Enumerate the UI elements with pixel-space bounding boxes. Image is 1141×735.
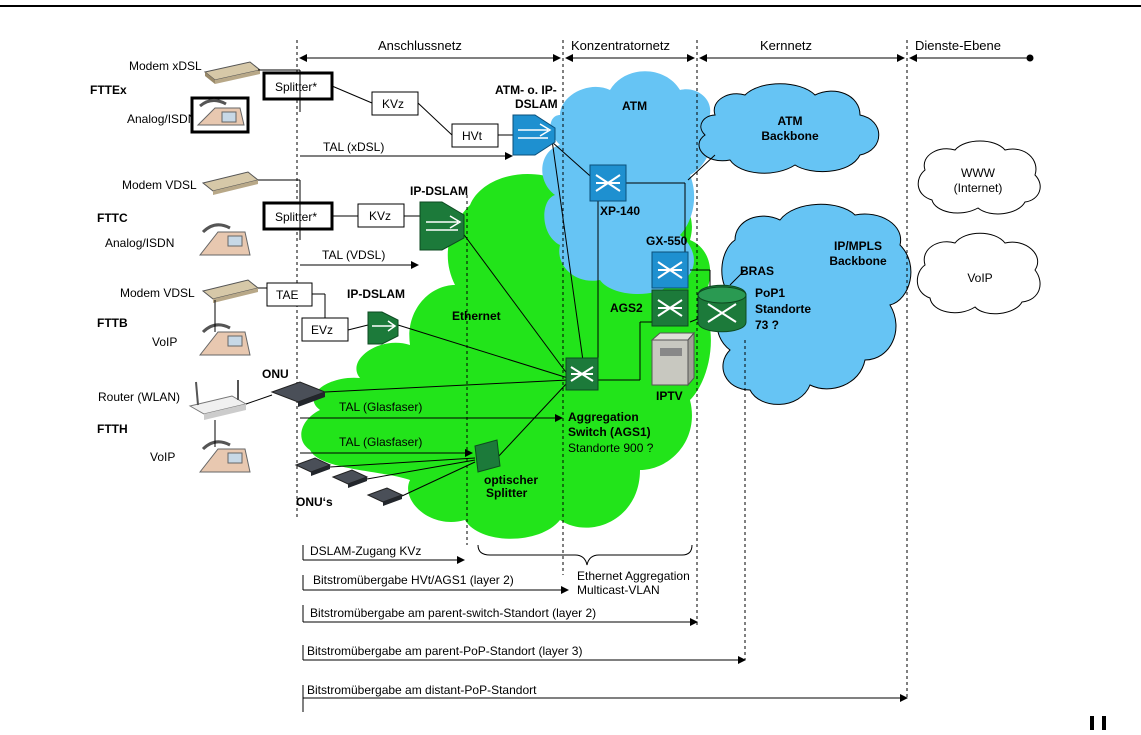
layer-dienste: Dienste-Ebene: [915, 38, 1001, 53]
label-ags1-2: Switch (AGS1): [568, 425, 651, 439]
phone-icon: [198, 440, 251, 473]
ags1-switch-icon: [565, 357, 599, 391]
layer-anschluss: Anschlussnetz: [378, 38, 462, 53]
label-gx550: GX-550: [646, 234, 688, 248]
label-ags1-sites: Standorte 900 ?: [568, 441, 654, 455]
voip-cloud: [916, 232, 1041, 315]
phone-icon: [198, 323, 251, 356]
label-pop1-3: 73 ?: [755, 318, 779, 332]
label-splitter-2: Splitter*: [275, 210, 317, 224]
label-opt-splitter-2: Splitter: [486, 486, 528, 500]
layer-end-dot: [1026, 54, 1034, 62]
label-dslam-kvz: DSLAM-Zugang KVz: [310, 544, 421, 558]
label-xp140: XP-140: [600, 204, 640, 218]
label-parent-pop: Bitstromübergabe am parent-PoP-Standort …: [307, 644, 582, 658]
atm-dslam-icon: [512, 114, 556, 156]
label-voip-cloud: VoIP: [967, 271, 992, 285]
label-ags1-1: Aggregation: [568, 410, 639, 424]
www-cloud: [917, 140, 1041, 215]
label-analog-isdn-1: Analog/ISDN: [127, 112, 196, 126]
label-eth-agg-1: Ethernet Aggregation: [577, 569, 690, 583]
xp140-switch-icon: [589, 164, 627, 202]
label-voip-1: VoIP: [152, 335, 177, 349]
gx550-switch-icon: [651, 251, 689, 289]
label-distant-pop: Bitstromübergabe am distant-PoP-Standort: [307, 683, 537, 697]
label-fttex: FTTEx: [90, 83, 127, 97]
phone-icon: [190, 96, 250, 134]
label-voip-2: VoIP: [150, 450, 175, 464]
label-ethernet: Ethernet: [452, 309, 501, 323]
ip-dslam-icon: [419, 201, 465, 251]
label-splitter-1: Splitter*: [275, 80, 317, 94]
label-bras: BRAS: [740, 264, 774, 278]
phone-icon: [198, 223, 251, 256]
optical-splitter-icon: [474, 439, 501, 473]
onu-icon: [331, 469, 369, 488]
label-www-2: (Internet): [954, 181, 1003, 195]
label-iptv: IPTV: [656, 389, 683, 403]
label-modem-xdsl: Modem xDSL: [129, 59, 202, 73]
access-lines: [214, 69, 515, 447]
corner-mark: [1090, 716, 1106, 730]
label-atm-dslam-2: DSLAM: [515, 97, 558, 111]
label-fttc: FTTC: [97, 211, 128, 225]
ip-mpls-cloud: [716, 203, 912, 405]
label-pop1-1: PoP1: [755, 286, 785, 300]
label-opt-splitter-1: optischer: [484, 473, 538, 487]
label-onus: ONU‘s: [296, 495, 333, 509]
label-atm-backbone-1: ATM: [777, 114, 802, 128]
label-fttb: FTTB: [97, 316, 128, 330]
label-ip-mpls-1: IP/MPLS: [834, 239, 882, 253]
label-kvz-1: KVz: [382, 97, 404, 111]
modem-icon: [201, 279, 260, 303]
label-atm-dslam-1: ATM- o. IP-: [495, 83, 557, 97]
label-atm: ATM: [622, 99, 647, 113]
modem-icon: [201, 171, 260, 195]
label-ip-dslam-2: IP-DSLAM: [347, 287, 405, 301]
label-ags2: AGS2: [610, 301, 643, 315]
label-tal-vdsl: TAL (VDSL): [322, 248, 385, 262]
label-pop1-2: Standorte: [755, 302, 811, 316]
label-onu: ONU: [262, 367, 289, 381]
atm-backbone-cloud: [698, 83, 880, 174]
ip-dslam-icon: [367, 311, 399, 345]
ags2-switch-icon: [651, 289, 689, 327]
label-parent-switch: Bitstromübergabe am parent-switch-Stando…: [310, 606, 596, 620]
label-modem-vdsl-2: Modem VDSL: [120, 286, 195, 300]
iptv-server-icon: [650, 331, 696, 387]
label-atm-backbone-2: Backbone: [761, 129, 819, 143]
label-www-1: WWW: [961, 166, 996, 180]
layer-konzentrator: Konzentratornetz: [571, 38, 670, 53]
label-tae: TAE: [276, 288, 298, 302]
label-evz: EVz: [311, 323, 333, 337]
label-hvt-ags1: Bitstromübergabe HVt/AGS1 (layer 2): [313, 573, 514, 587]
label-tal-xdsl: TAL (xDSL): [323, 140, 384, 154]
label-tal-glas-2: TAL (Glasfaser): [339, 435, 422, 449]
aggregation-lines: [324, 139, 746, 497]
label-tal-glas-1: TAL (Glasfaser): [339, 400, 422, 414]
onu-icon: [294, 457, 332, 476]
label-kvz-2: KVz: [369, 209, 391, 223]
layer-kern: Kernnetz: [760, 38, 812, 53]
ethernet-aggregation-brace: [477, 544, 693, 566]
label-ip-dslam-1: IP-DSLAM: [410, 184, 468, 198]
label-hvt: HVt: [462, 129, 483, 143]
modem-icon: [203, 61, 262, 84]
label-modem-vdsl-1: Modem VDSL: [122, 178, 197, 192]
router-icon: [188, 380, 248, 420]
label-router-wlan: Router (WLAN): [98, 390, 180, 404]
label-ip-mpls-2: Backbone: [829, 254, 887, 268]
bras-router-icon: [697, 284, 747, 333]
label-analog-isdn-2: Analog/ISDN: [105, 236, 174, 250]
onu-icon: [366, 487, 404, 506]
label-ftth: FTTH: [97, 422, 128, 436]
label-eth-agg-2: Multicast-VLAN: [577, 583, 660, 597]
